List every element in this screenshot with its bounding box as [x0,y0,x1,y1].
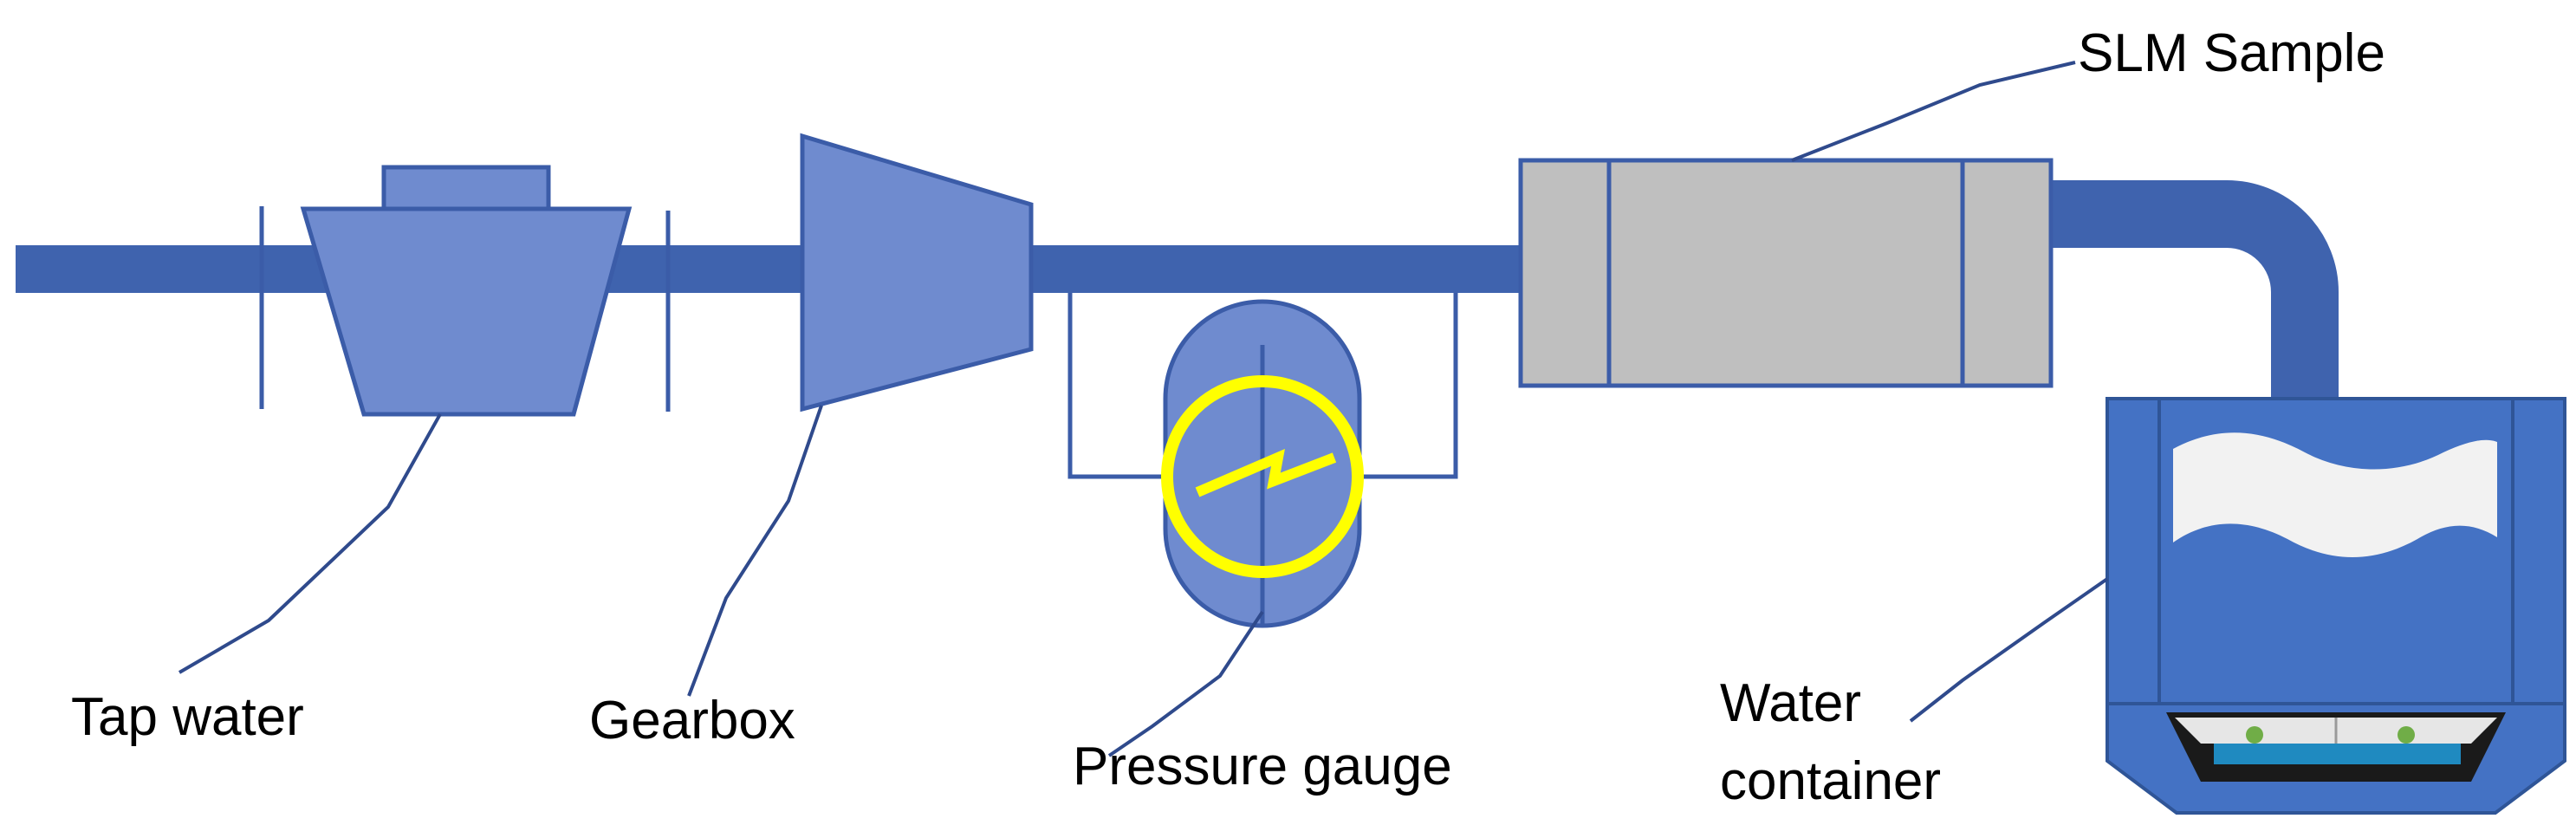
container-water-wave [2173,432,2497,557]
slm-sample-body [1518,158,2054,388]
gauge-needle [1195,449,1337,497]
tap-water-leader [178,413,442,674]
pressure-gauge-leader [1107,610,1264,757]
gearbox-leader [687,405,823,697]
container-blue-plate [2214,744,2461,764]
pressure-gauge-label: Pressure gauge [1073,737,1452,796]
container-indicator-left [2246,726,2263,744]
pressure-gauge [1161,299,1364,628]
gearbox-label: Gearbox [589,691,795,750]
slm-sample-label: SLM Sample [2078,23,2385,83]
inlet-pipe [16,245,1528,293]
tap-water-label: Tap water [71,687,304,747]
tap-water-valve [300,165,633,417]
container-indicator-right [2398,726,2415,744]
tap-cap [381,165,551,211]
slm-sample-leader [1791,61,2076,162]
water-container [2106,397,2566,815]
slm-sample [1518,158,2054,388]
water-container-label-line1: Water [1720,673,1861,733]
tap-body [300,206,633,417]
outlet-pipe [2045,180,2339,412]
water-container-leader [1909,577,2109,723]
gearbox-body [800,133,1034,412]
gauge-dial [1161,375,1364,578]
water-container-label-line2: container [1720,751,1941,811]
